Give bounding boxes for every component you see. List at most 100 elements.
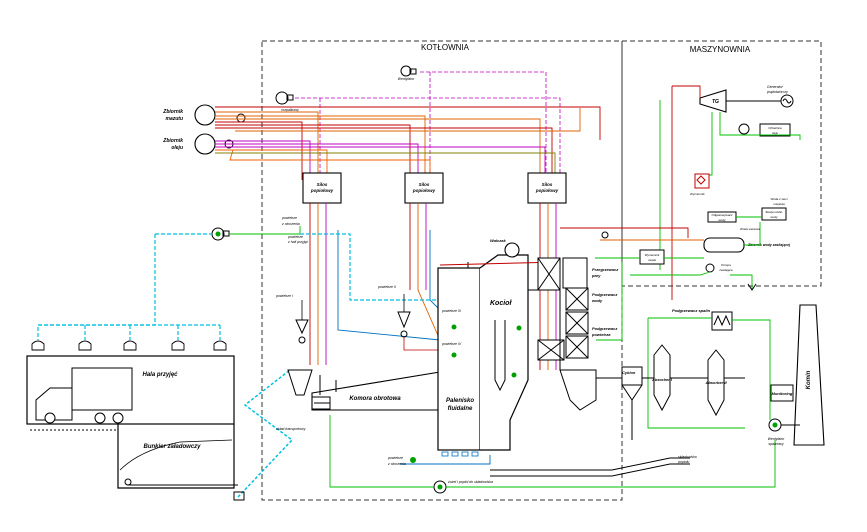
boiler-house-boundary	[261, 40, 623, 501]
feeder-right: powietrze II	[377, 285, 411, 338]
absorber-2: Absorber II	[704, 349, 727, 417]
fuel-oil-tank: Zbiornik mazutu	[162, 104, 216, 126]
svg-text:wody: wody	[592, 298, 603, 303]
boiler-house-title: KOTŁOWNIA	[421, 43, 470, 52]
svg-text:Chłodnica: Chłodnica	[768, 126, 782, 130]
svg-text:Przegrzewacz: Przegrzewacz	[592, 267, 618, 272]
turbine: TG	[699, 89, 727, 113]
svg-text:powietrze I: powietrze I	[275, 294, 293, 298]
svg-text:Komin: Komin	[806, 370, 812, 389]
silo-c: Silos popiołowy	[527, 172, 567, 204]
svg-text:z otoczenia: z otoczenia	[281, 222, 300, 226]
svg-text:Podgrzewacz spalin: Podgrzewacz spalin	[672, 308, 711, 313]
svg-text:zasilająca: zasilająca	[718, 268, 733, 272]
silo-a: Silos popiołowy	[302, 172, 342, 204]
monitoring-box: Monitoring	[770, 384, 794, 402]
steam-drum: Walczak	[490, 238, 520, 258]
svg-text:Odgazowywacz: Odgazowywacz	[711, 213, 733, 217]
svg-text:powietrze: powietrze	[281, 216, 297, 220]
svg-text:Podgrzewacz: Podgrzewacz	[592, 292, 617, 297]
svg-text:składowisko: składowisko	[678, 455, 697, 459]
oil-cooler: Chłodnica oleju	[759, 123, 791, 137]
heat-exchanger: Wymiennik ciepła	[639, 249, 665, 265]
svg-text:Absorber II: Absorber II	[704, 380, 727, 385]
air-fan-secondary: powietrze z otoczenia powietrze z hali p…	[211, 216, 308, 244]
svg-text:ciepła: ciepła	[648, 258, 656, 262]
ash-conveyor	[490, 457, 690, 477]
svg-text:TG: TG	[712, 99, 719, 105]
svg-text:pary: pary	[591, 273, 601, 278]
svg-text:Silos: Silos	[419, 182, 430, 187]
nozzle-labels: powietrze z otoczenia	[387, 456, 406, 466]
svg-text:mazutu: mazutu	[166, 116, 184, 122]
oil-tank: Zbiornik oleju	[162, 133, 216, 155]
svg-text:oleju: oleju	[772, 131, 779, 135]
machine-hall-boundary	[621, 40, 822, 287]
condenser-heater	[694, 173, 710, 189]
svg-text:popiołowy: popiołowy	[535, 188, 559, 193]
svg-text:spalinowy: spalinowy	[768, 442, 784, 446]
svg-text:oleju: oleju	[171, 145, 183, 151]
chimney: Komin	[793, 304, 825, 446]
fluidized-furnace: Palenisko fluidalne	[437, 267, 481, 451]
svg-text:Hala przyjęć: Hala przyjęć	[142, 372, 178, 378]
svg-text:miejskiej: miejskiej	[773, 202, 785, 206]
machine-hall-title: MASZYNOWNIA	[690, 45, 751, 54]
svg-text:Wymiennik: Wymiennik	[645, 253, 660, 257]
flue-gas-heater: Podgrzewacz spalin	[672, 308, 733, 331]
bunker: Bunkier załadowczy	[30, 424, 235, 489]
svg-text:Generator: Generator	[767, 85, 784, 89]
svg-text:powietrza: powietrza	[591, 332, 611, 337]
economizer	[565, 287, 589, 359]
ash-fan: żużel i popiół do składowiska	[433, 480, 493, 494]
superheater: Przegrzewacz pary	[537, 257, 618, 291]
svg-text:wody: wody	[718, 218, 726, 222]
flue-gas-fan: Wentylator spalinowy	[768, 418, 785, 446]
reception-hall: Hala przyjęć	[26, 355, 235, 425]
svg-text:Absorber I: Absorber I	[651, 377, 673, 382]
svg-text:Woda z sieci: Woda z sieci	[770, 197, 787, 201]
cyclone: Cyklon	[621, 366, 643, 401]
svg-text:Zbiornik: Zbiornik	[162, 138, 183, 144]
svg-text:Wentylator: Wentylator	[398, 77, 415, 81]
deaerator: Odgazowywacz wody	[707, 211, 737, 223]
svg-text:Komora obrotowa: Komora obrotowa	[349, 396, 401, 402]
svg-text:Silos: Silos	[317, 182, 328, 187]
svg-text:popiołowy: popiołowy	[412, 188, 436, 193]
svg-text:wody: wody	[770, 215, 778, 219]
svg-text:popiołu: popiołu	[677, 460, 689, 464]
svg-text:żużel i popiół do składowiska: żużel i popiół do składowiska	[447, 480, 493, 484]
furnace-nozzles	[441, 451, 479, 457]
svg-text:Woda sieciowa: Woda sieciowa	[740, 227, 761, 231]
hall-vents	[31, 340, 227, 351]
svg-text:Monitoring: Monitoring	[772, 391, 793, 396]
svg-text:powietrze III: powietrze III	[441, 309, 461, 313]
svg-text:Bunkier załadowczy: Bunkier załadowczy	[143, 444, 201, 450]
burner-fan: Wentylator	[398, 65, 417, 81]
svg-text:z hali przyjęć: z hali przyjęć	[287, 240, 308, 244]
svg-text:popiołowy: popiołowy	[310, 188, 334, 193]
svg-text:Cyklon: Cyklon	[622, 370, 636, 375]
svg-text:Zbiornik: Zbiornik	[162, 109, 183, 115]
rotary-chamber: Komora obrotowa	[287, 369, 441, 411]
svg-text:rozpałkowy: rozpałkowy	[281, 108, 299, 112]
generator: Generator prądotwórczy	[766, 85, 794, 108]
svg-text:Wentylator: Wentylator	[768, 437, 785, 441]
svg-text:fluidalne: fluidalne	[448, 406, 473, 412]
svg-text:powietrze: powietrze	[287, 235, 303, 239]
svg-text:z otoczenia: z otoczenia	[387, 462, 406, 466]
svg-text:Wymiennik: Wymiennik	[690, 192, 705, 196]
svg-text:powietrze IV: powietrze IV	[441, 342, 462, 346]
svg-text:układ transportowy: układ transportowy	[276, 427, 306, 431]
svg-text:powietrze: powietrze	[387, 456, 403, 460]
svg-text:Zbiornik wody zasilającej: Zbiornik wody zasilającej	[747, 243, 791, 247]
svg-text:Silos: Silos	[542, 182, 553, 187]
svg-text:Podgrzewacz: Podgrzewacz	[592, 326, 617, 331]
svg-text:powietrze II: powietrze II	[377, 285, 396, 289]
water-treatment: Stacja uzdat. wody Woda z sieci miejskie…	[761, 197, 788, 221]
feed-pump: Pompa zasilająca	[705, 263, 733, 273]
boiler: Kocioł	[479, 254, 529, 451]
absorber-1: Absorber I	[651, 344, 673, 412]
svg-text:Palenisko: Palenisko	[446, 398, 474, 404]
svg-text:Kocioł: Kocioł	[490, 300, 512, 307]
